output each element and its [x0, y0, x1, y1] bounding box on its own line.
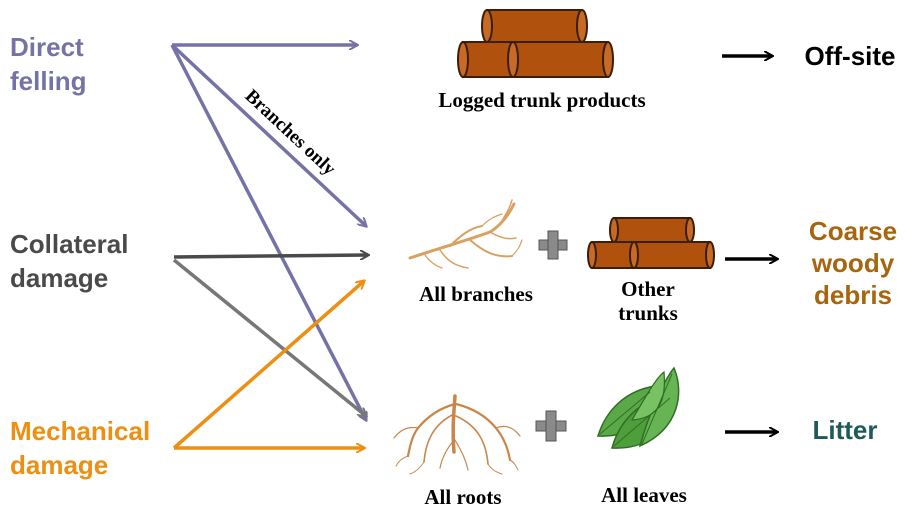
caption-all-roots: All roots [424, 485, 502, 509]
stacked-logs-icon [457, 9, 614, 78]
arrow-direct-to-roots [170, 44, 366, 420]
source-direct-line-2: felling [10, 66, 87, 96]
plus-icon [538, 230, 568, 260]
outcome-coarse-woody-debris: Coarse woody debris [795, 215, 911, 311]
arrow-direct-to-branches [170, 43, 366, 226]
plus-icon [535, 410, 567, 442]
outcome-off-site: Off-site [804, 41, 896, 71]
arrow-collateral-to-roots [172, 258, 366, 416]
caption-all-branches: All branches [419, 282, 533, 306]
roots-icon [393, 394, 521, 475]
caption-other-trunks-line-1: Other [621, 277, 675, 301]
caption-all-leaves: All leaves [601, 483, 687, 507]
outcome-coarse-line-3: debris [813, 280, 893, 310]
outcome-coarse-line-1: Coarse [808, 216, 898, 246]
outcome-coarse-line-2: woody [811, 248, 895, 278]
arrow-collateral-to-branches [173, 255, 368, 257]
leaves-icon [596, 366, 680, 449]
caption-other-trunks-line-2: trunks [618, 301, 678, 325]
source-mechanical-line-1: Mechanical [10, 416, 151, 446]
source-collateral-line-1: Collateral [10, 229, 129, 259]
branches-icon [408, 199, 523, 269]
outcome-litter: Litter [812, 415, 878, 445]
source-collateral-damage: Collateral damage [10, 227, 129, 295]
arrow-mechanical-to-branches [172, 281, 364, 450]
caption-other-trunks: Other trunks [598, 277, 698, 325]
source-collateral-line-2: damage [10, 263, 109, 293]
source-mechanical-line-2: damage [10, 450, 109, 480]
source-direct-felling: Direct felling [10, 30, 87, 98]
source-mechanical-damage: Mechanical damage [10, 414, 150, 482]
source-direct-line-1: Direct [10, 32, 84, 62]
stacked-logs-icon [587, 217, 715, 269]
caption-logged-trunk-products: Logged trunk products [438, 88, 646, 112]
